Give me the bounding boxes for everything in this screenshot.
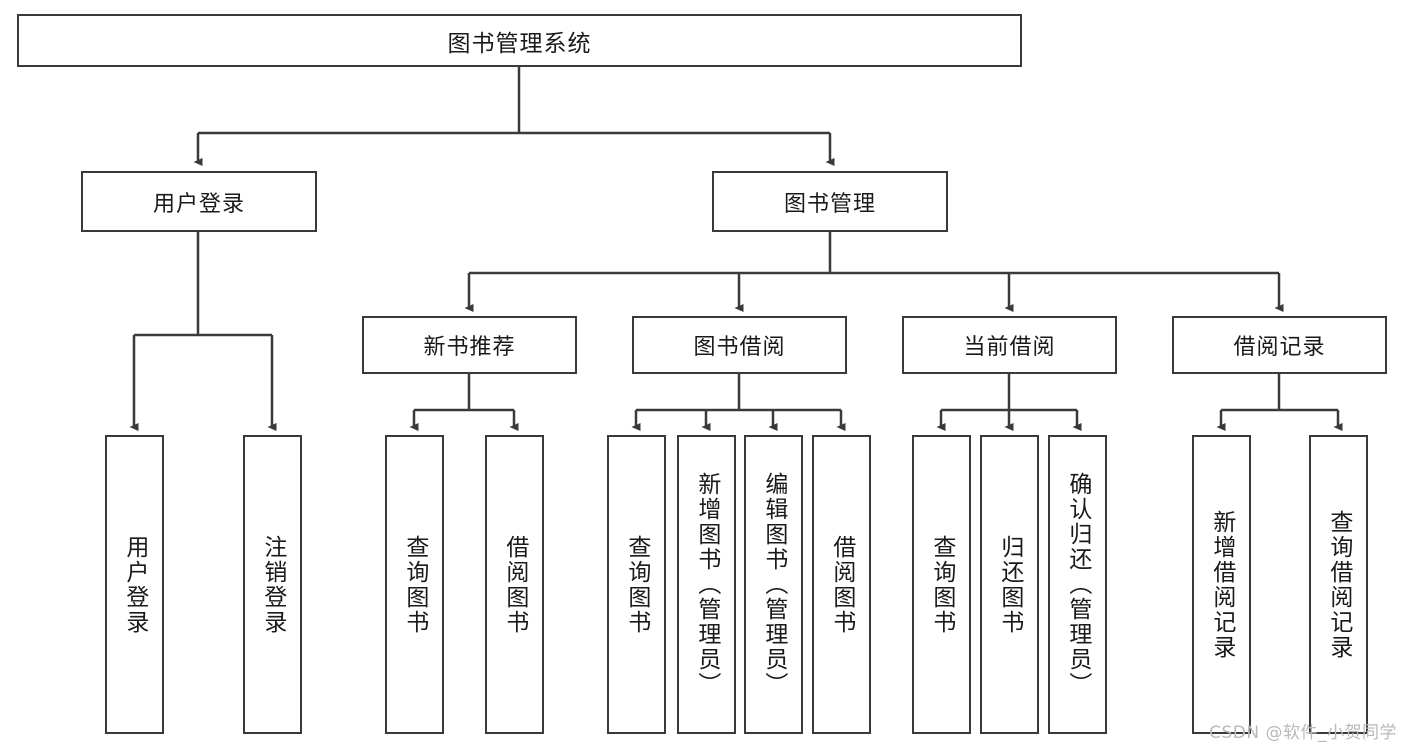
leaf-edit-book-admin[interactable]: 编辑图书（管理员） (744, 435, 803, 734)
leaf-add-book-admin[interactable]: 新增图书（管理员） (677, 435, 736, 734)
node-label: 查询图书 (623, 534, 650, 635)
node-label: 借阅记录 (1233, 335, 1326, 360)
node-label: 新增借阅记录 (1208, 509, 1235, 660)
node-root-book-management-system[interactable]: 图书管理系统 (17, 14, 1022, 67)
node-label: 查询图书 (928, 534, 955, 635)
node-label: 查询图书 (401, 534, 428, 635)
node-label: 归还图书 (996, 534, 1023, 635)
leaf-query-book-recommend[interactable]: 查询图书 (385, 435, 444, 734)
node-label: 图书借阅 (693, 335, 786, 360)
leaf-logout[interactable]: 注销登录 (243, 435, 302, 734)
node-label: 查询借阅记录 (1325, 509, 1352, 660)
node-borrow-record[interactable]: 借阅记录 (1172, 316, 1387, 374)
node-label: 借阅图书 (828, 534, 855, 635)
node-new-book-recommend[interactable]: 新书推荐 (362, 316, 577, 374)
node-label: 新书推荐 (423, 335, 516, 360)
node-label: 确认归还（管理员） (1064, 472, 1091, 697)
leaf-return-book[interactable]: 归还图书 (980, 435, 1039, 734)
node-book-borrow[interactable]: 图书借阅 (632, 316, 847, 374)
watermark: CSDN @软件_小贺同学 (1209, 723, 1397, 743)
leaf-query-book-current[interactable]: 查询图书 (912, 435, 971, 734)
leaf-add-borrow-record[interactable]: 新增借阅记录 (1192, 435, 1251, 734)
node-label: 图书管理系统 (447, 30, 592, 57)
leaf-confirm-return-admin[interactable]: 确认归还（管理员） (1048, 435, 1107, 734)
node-label: 借阅图书 (501, 534, 528, 635)
leaf-borrow-book[interactable]: 借阅图书 (812, 435, 871, 734)
node-label: 新增图书（管理员） (693, 472, 720, 697)
node-current-borrow[interactable]: 当前借阅 (902, 316, 1117, 374)
leaf-query-book-borrow[interactable]: 查询图书 (607, 435, 666, 734)
node-book-management[interactable]: 图书管理 (712, 171, 948, 232)
node-label: 当前借阅 (963, 335, 1056, 360)
node-label: 图书管理 (783, 191, 876, 217)
leaf-user-login[interactable]: 用户登录 (105, 435, 164, 734)
node-label: 注销登录 (259, 534, 286, 635)
node-user-login[interactable]: 用户登录 (81, 171, 317, 232)
node-label: 用户登录 (121, 534, 148, 635)
node-label: 编辑图书（管理员） (760, 472, 787, 697)
leaf-borrow-book-recommend[interactable]: 借阅图书 (485, 435, 544, 734)
node-label: 用户登录 (152, 191, 245, 217)
leaf-query-borrow-record[interactable]: 查询借阅记录 (1309, 435, 1368, 734)
